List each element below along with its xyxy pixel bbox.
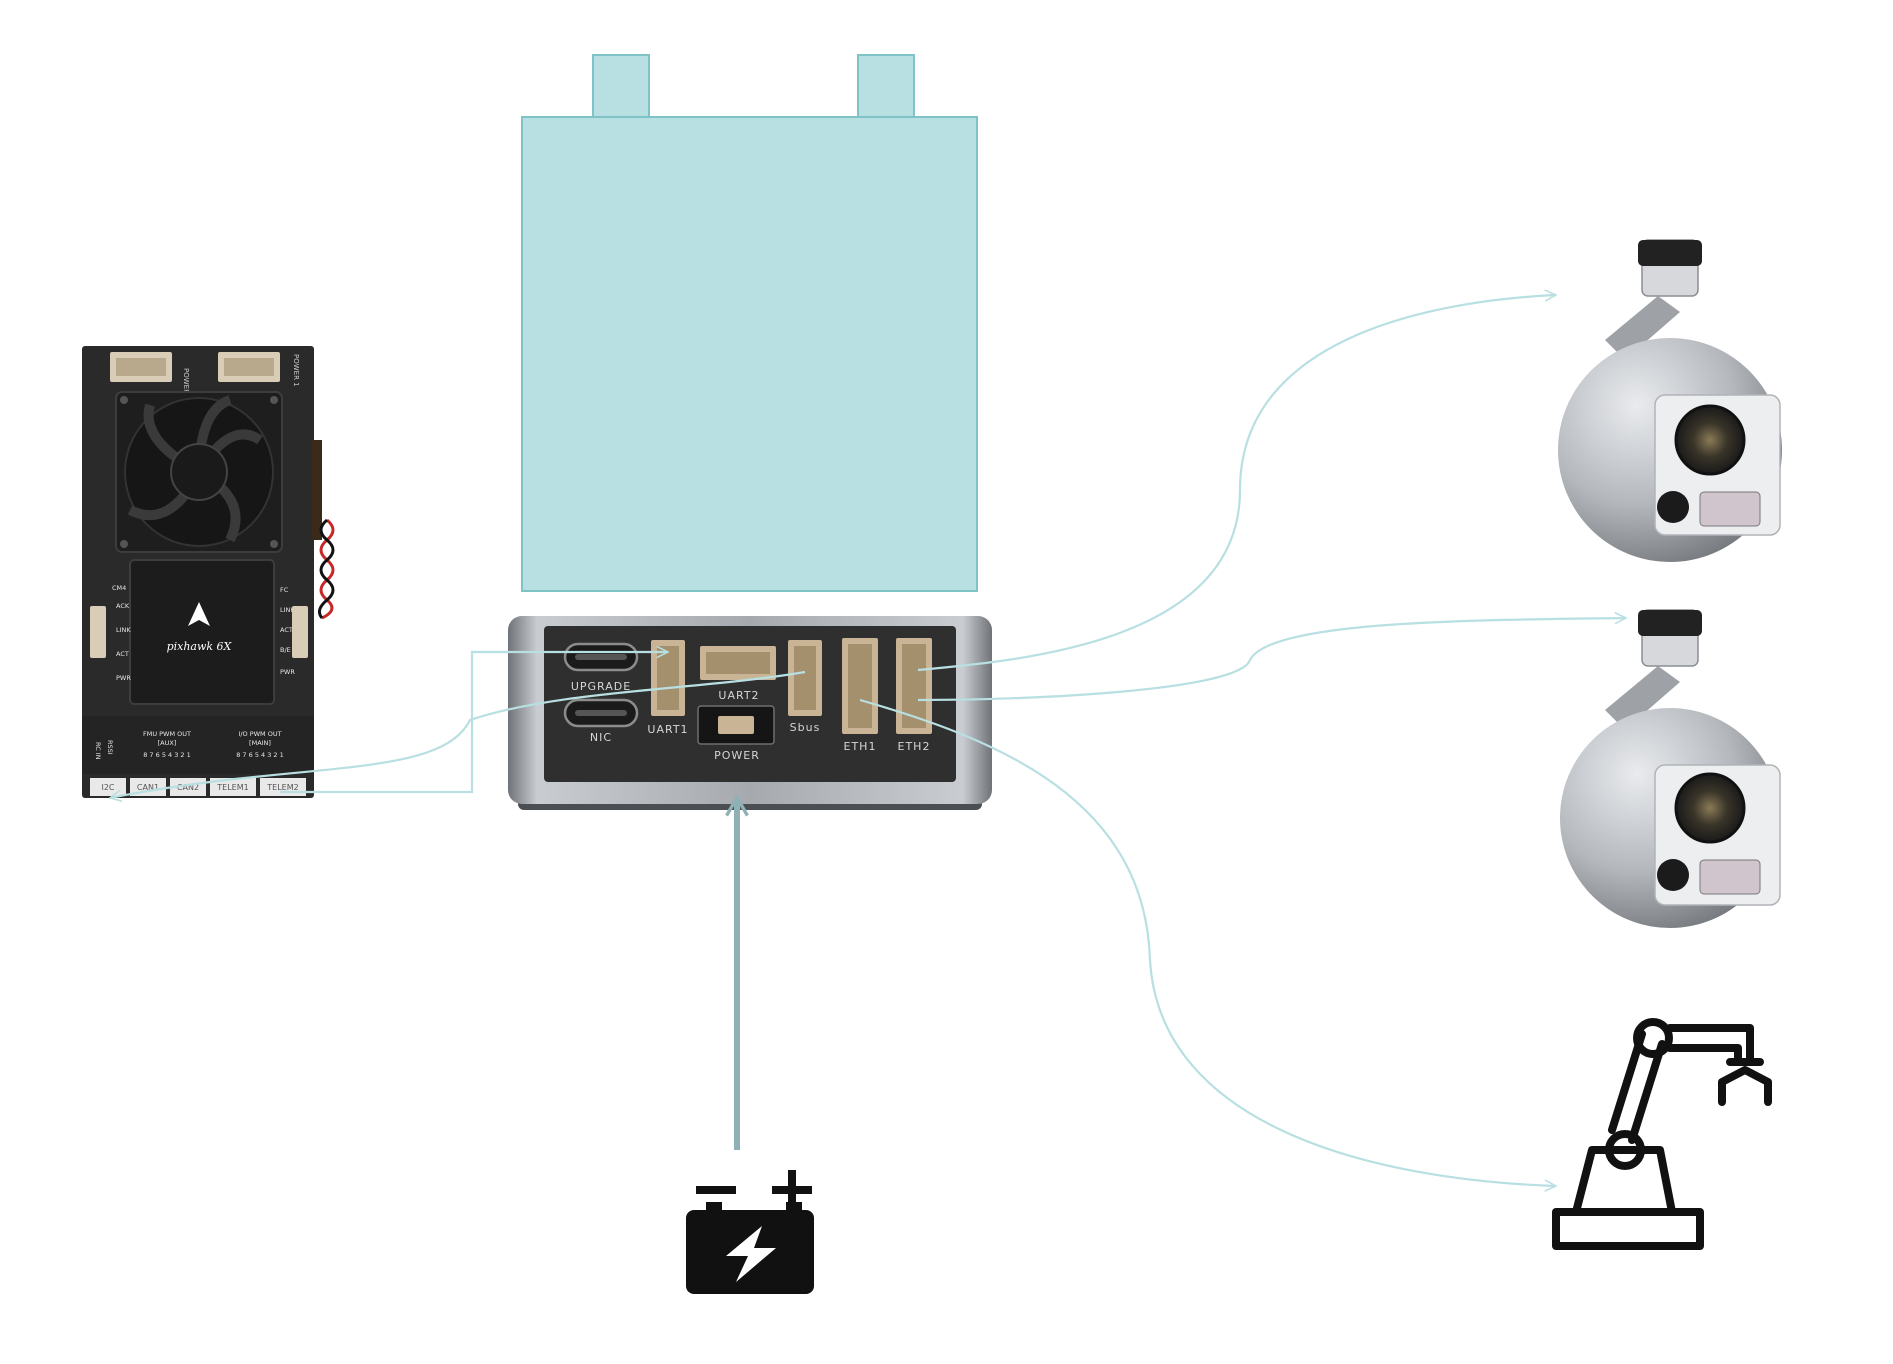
io-pin-numbers: 8 7 6 5 4 3 2 1 <box>236 751 284 759</box>
fan-screw-tl <box>120 396 128 404</box>
uart2-connector-slot <box>706 652 770 674</box>
robot-arm-base <box>1556 1212 1700 1246</box>
gimbal-top-rangefinder <box>1700 492 1760 526</box>
power1-label: POWER 1 <box>292 354 300 387</box>
rc-in-label: RC IN <box>94 742 102 760</box>
upgrade-usbc-tongue <box>575 654 627 660</box>
robot-arm-icon <box>1556 1022 1768 1246</box>
debug-connector-right <box>292 606 308 658</box>
pixhawk-brand: pixhawk 6X <box>167 640 233 653</box>
gimbal-bottom-rangefinder <box>1700 860 1760 894</box>
box-body <box>522 117 977 591</box>
uart2-label: UART2 <box>718 689 759 702</box>
battery-icon <box>686 1170 814 1294</box>
led-left-act: ACT <box>116 650 129 658</box>
port-i2c-label: I2C <box>101 783 114 792</box>
robot-arm-upper-link <box>1670 1028 1750 1060</box>
fmu-pin-numbers: 8 7 6 5 4 3 2 1 <box>143 751 191 759</box>
power2-connector-slot <box>116 358 166 376</box>
gimbal-top-lens-cap <box>1638 240 1702 266</box>
battery-minus-sign <box>696 1186 736 1194</box>
fan-screw-br <box>270 540 278 548</box>
nic-usbc-tongue <box>575 710 627 716</box>
rssi-label: RSSI <box>106 740 114 755</box>
box-tab-left <box>593 55 649 125</box>
fmu-module <box>130 560 274 704</box>
io-pwm-title: I/O PWM OUT <box>238 730 281 738</box>
eth2-connector-slot <box>902 644 926 728</box>
uart1-label: UART1 <box>647 723 688 736</box>
eth1-label: ETH1 <box>844 740 877 753</box>
upgrade-label: UPGRADE <box>571 680 631 693</box>
gimbal-bottom-lens-cap <box>1638 610 1702 636</box>
pwm-out-area <box>82 716 314 774</box>
wire-eth2-gimbal-bottom <box>918 618 1626 700</box>
led-left-link: LINK <box>116 626 131 634</box>
pixhawk-6x-board: POWER 2 POWER 1 pixhawk 6X CM4 ACK LINK … <box>82 346 333 798</box>
power1-connector-slot <box>224 358 274 376</box>
gimbal-top-lens-thermal <box>1657 491 1689 523</box>
pixhawk-side-connector <box>312 440 322 540</box>
robot-arm-gripper <box>1722 1062 1768 1102</box>
led-right-pwr: PWR <box>280 668 295 676</box>
power-label: POWER <box>714 749 760 762</box>
power-connector-socket <box>718 716 754 734</box>
gimbal-bottom-lens-main <box>1676 774 1744 842</box>
fan-hub <box>171 444 227 500</box>
led-left-pwr: PWR <box>116 674 131 682</box>
enclosure-box <box>522 55 977 591</box>
fmu-pwm-title: FMU PWM OUT <box>143 730 191 738</box>
uart1-connector-slot <box>657 646 679 710</box>
cm4-label: CM4 <box>112 584 126 592</box>
robot-arm-pedestal <box>1576 1150 1672 1212</box>
fan-screw-tr <box>270 396 278 404</box>
gimbal-top-lens-main <box>1676 406 1744 474</box>
gimbal-bottom-lens-thermal <box>1657 859 1689 891</box>
led-right-act: ACT <box>280 626 293 634</box>
gimbal-camera-top <box>1558 240 1782 562</box>
led-left-ack: ACK <box>116 602 130 610</box>
port-telem2-label: TELEM2 <box>266 783 298 792</box>
gimbal-camera-bottom <box>1560 610 1780 928</box>
fan-screw-bl <box>120 540 128 548</box>
sbus-label: Sbus <box>790 721 821 734</box>
eth1-connector-slot <box>848 644 872 728</box>
led-right-be: B/E <box>280 646 291 654</box>
sbus-connector-slot <box>794 646 816 710</box>
central-device: UPGRADE NIC UART1 UART2 Sbus ETH1 ETH2 P… <box>508 616 992 810</box>
led-right-fc: FC <box>280 586 289 594</box>
box-tab-right <box>858 55 914 125</box>
fmu-pwm-sub: [AUX] <box>158 739 177 747</box>
port-telem1-label: TELEM1 <box>216 783 248 792</box>
io-pwm-sub: [MAIN] <box>249 739 271 747</box>
wire-eth2-gimbal-top <box>918 295 1556 670</box>
debug-connector-left <box>90 606 106 658</box>
eth2-label: ETH2 <box>898 740 931 753</box>
nic-label: NIC <box>590 731 612 744</box>
